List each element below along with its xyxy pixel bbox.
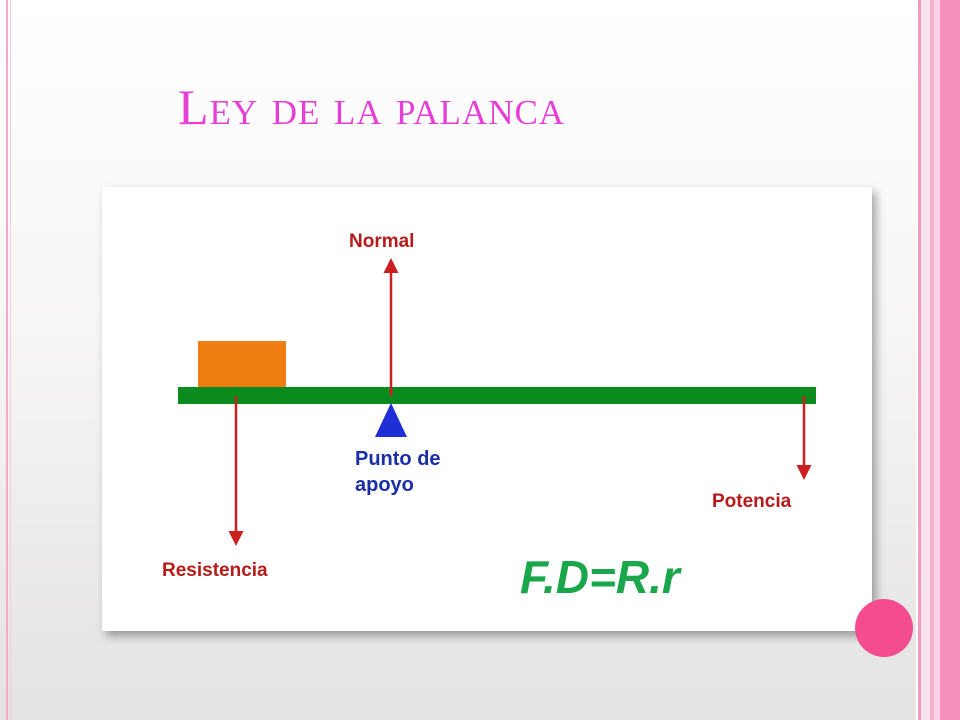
load-block (198, 341, 286, 387)
lever-diagram-panel: Normal Resistencia Potencia Punto de apo… (102, 187, 872, 631)
lever-formula: F.D=R.r (520, 551, 680, 603)
normal-label: Normal (349, 231, 414, 252)
decorative-pink-circle (855, 599, 913, 657)
left-border-line (6, 0, 8, 720)
power-label: Potencia (712, 491, 792, 512)
right-decorative-stripes (916, 0, 960, 720)
left-border-line-inner (10, 0, 11, 720)
resistance-label: Resistencia (162, 560, 268, 581)
lever-bar (178, 387, 816, 404)
fulcrum-triangle (375, 403, 407, 437)
fulcrum-label-line2: apoyo (355, 474, 414, 496)
lever-diagram: Normal Resistencia Potencia Punto de apo… (162, 231, 816, 581)
slide-title: Ley de la palanca (178, 79, 566, 135)
fulcrum-label-line1: Punto de (355, 448, 441, 470)
